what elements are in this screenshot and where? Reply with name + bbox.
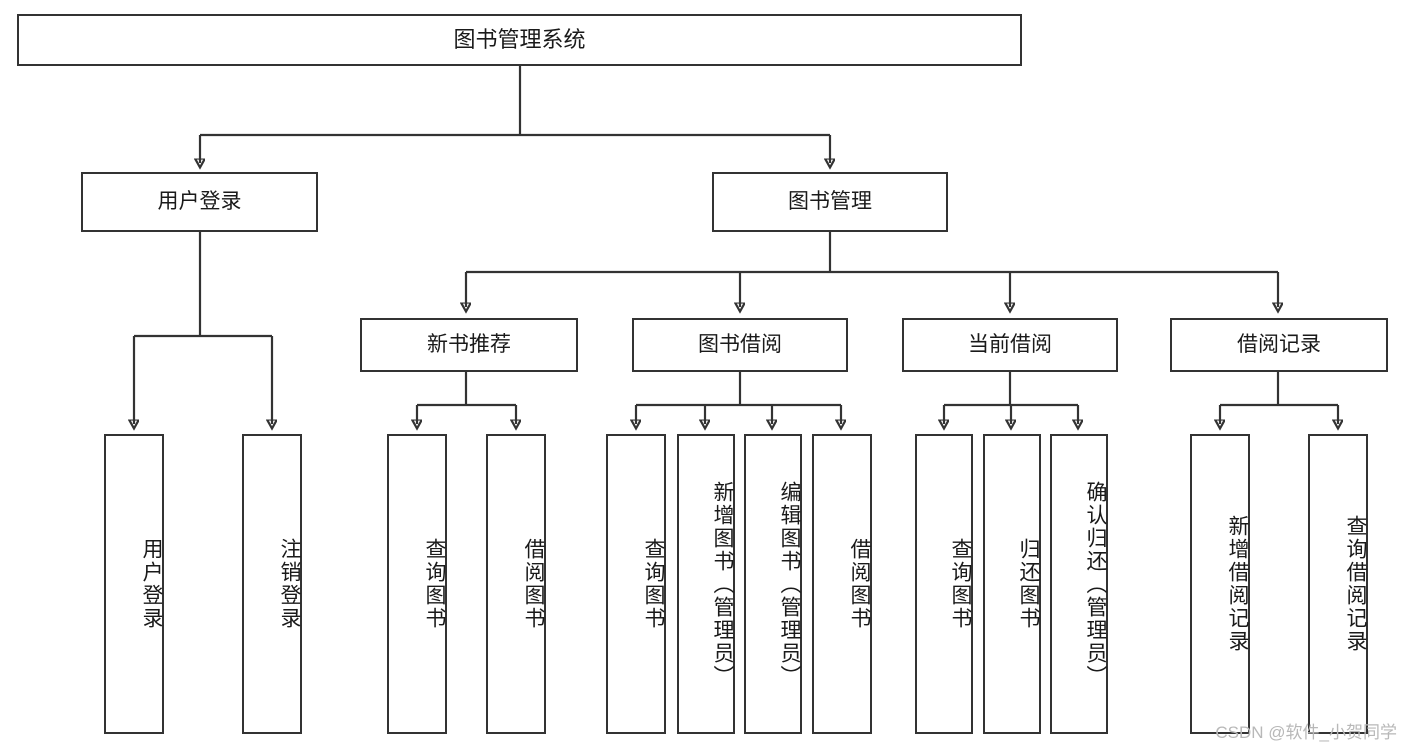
node-leaf-add-record-label: 新增借阅记录	[1226, 515, 1249, 653]
node-book-borrow-label: 图书借阅	[698, 332, 782, 356]
node-borrow-record[interactable]: 借阅记录	[1170, 318, 1388, 372]
node-new-book-recommend-label: 新书推荐	[427, 332, 511, 356]
node-leaf-query-book-1-label: 查询图书	[423, 538, 446, 630]
node-user-login[interactable]: 用户登录	[81, 172, 318, 232]
node-leaf-borrow-book-2-label: 借阅图书	[848, 538, 871, 630]
node-leaf-edit-book-label: 编辑图书（管理员）	[778, 480, 801, 688]
node-leaf-borrow-book-1-label: 借阅图书	[522, 538, 545, 630]
node-new-book-recommend[interactable]: 新书推荐	[360, 318, 578, 372]
node-leaf-edit-book[interactable]: 编辑图书（管理员）	[744, 434, 802, 734]
node-leaf-add-book[interactable]: 新增图书（管理员）	[677, 434, 735, 734]
node-root[interactable]: 图书管理系统	[17, 14, 1022, 66]
node-leaf-logout[interactable]: 注销登录	[242, 434, 302, 734]
node-leaf-query-record-label: 查询借阅记录	[1344, 515, 1367, 653]
node-borrow-record-label: 借阅记录	[1237, 332, 1321, 356]
node-book-borrow[interactable]: 图书借阅	[632, 318, 848, 372]
watermark: CSDN @软件_小贺同学	[1215, 723, 1397, 742]
node-user-login-label: 用户登录	[157, 189, 242, 213]
node-book-manage-label: 图书管理	[788, 189, 872, 213]
node-leaf-return-book[interactable]: 归还图书	[983, 434, 1041, 734]
node-book-manage[interactable]: 图书管理	[712, 172, 948, 232]
node-leaf-query-book-2-label: 查询图书	[642, 538, 665, 630]
node-leaf-user-login-label: 用户登录	[140, 538, 163, 630]
node-current-borrow-label: 当前借阅	[968, 332, 1052, 356]
node-leaf-confirm-return[interactable]: 确认归还（管理员）	[1050, 434, 1108, 734]
node-leaf-borrow-book-2[interactable]: 借阅图书	[812, 434, 872, 734]
node-leaf-logout-label: 注销登录	[278, 538, 301, 630]
node-leaf-user-login[interactable]: 用户登录	[104, 434, 164, 734]
node-leaf-query-record[interactable]: 查询借阅记录	[1308, 434, 1368, 734]
node-leaf-query-book-2[interactable]: 查询图书	[606, 434, 666, 734]
node-leaf-query-book-3[interactable]: 查询图书	[915, 434, 973, 734]
node-leaf-borrow-book-1[interactable]: 借阅图书	[486, 434, 546, 734]
node-leaf-return-book-label: 归还图书	[1017, 538, 1040, 630]
node-root-label: 图书管理系统	[453, 27, 586, 53]
node-current-borrow[interactable]: 当前借阅	[902, 318, 1118, 372]
node-leaf-add-book-label: 新增图书（管理员）	[711, 480, 734, 688]
node-leaf-confirm-return-label: 确认归还（管理员）	[1084, 480, 1107, 688]
node-leaf-query-book-3-label: 查询图书	[949, 538, 972, 630]
node-leaf-add-record[interactable]: 新增借阅记录	[1190, 434, 1250, 734]
node-leaf-query-book-1[interactable]: 查询图书	[387, 434, 447, 734]
